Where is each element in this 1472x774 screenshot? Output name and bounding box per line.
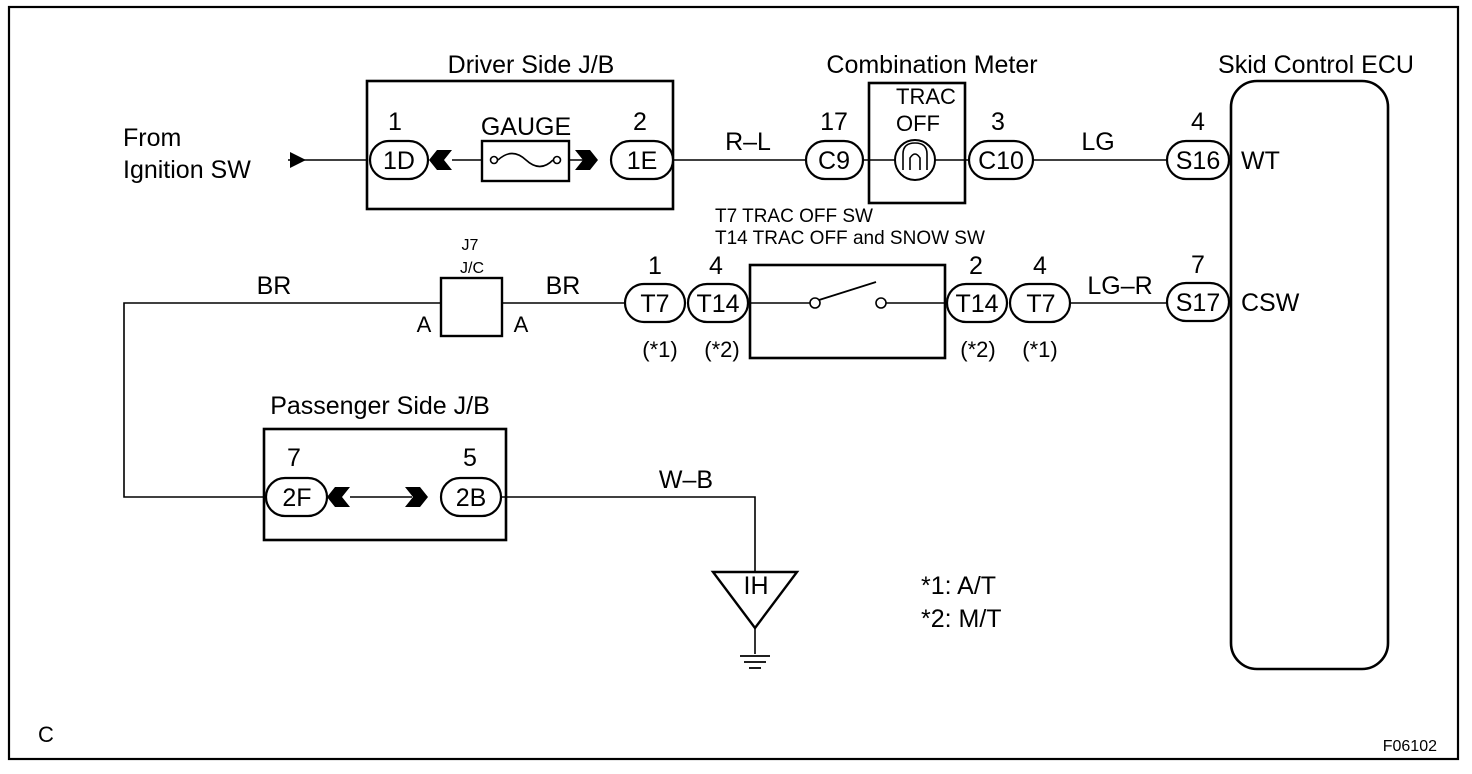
connector-s17-label: S17 xyxy=(1176,289,1220,317)
ground-point-icon xyxy=(710,570,800,630)
connector-1e-label: 1E xyxy=(627,147,658,175)
skid-control-ecu: Skid Control ECU 4 S16 WT 7 S17 CSW xyxy=(1165,51,1414,671)
meter-pin-17: 17 xyxy=(820,108,848,136)
diagram-frame xyxy=(7,5,1460,761)
switch-box xyxy=(748,263,947,360)
junction-pin-left: A xyxy=(417,312,432,337)
driver-jb-title: Driver Side J/B xyxy=(448,51,615,79)
chevron-left-icon xyxy=(327,487,350,507)
switch-legend-line2: T14 TRAC OFF and SNOW SW xyxy=(715,228,985,249)
ignition-feed: From Ignition SW xyxy=(123,124,370,184)
wire-color-lg: LG xyxy=(1081,128,1114,156)
connector-c9-label: C9 xyxy=(818,147,850,175)
driver-jb-pin-1: 1 xyxy=(388,108,402,136)
combination-meter: Combination Meter 17 C9 TRAC OFF 3 C10 xyxy=(804,51,1038,205)
wire-color-w-b: W–B xyxy=(659,466,713,494)
junction-label-line2: J/C xyxy=(460,260,484,277)
indicator-bulb-icon xyxy=(894,139,936,181)
trac-off-switch: T7 TRAC OFF SW T14 TRAC OFF and SNOW SW … xyxy=(623,206,1072,362)
connector-t14-left-label: T14 xyxy=(696,290,739,318)
junction-box xyxy=(439,276,504,338)
gauge-fuse-label: GAUGE xyxy=(481,113,571,141)
switch-pin-t14-right: 2 xyxy=(969,252,983,280)
trac-off-lamp-line1: TRAC xyxy=(896,84,956,109)
corner-label: C xyxy=(38,722,54,747)
connector-1d-label: 1D xyxy=(383,147,415,175)
connector-t14-right-label: T14 xyxy=(955,290,998,318)
connector-2b-label: 2B xyxy=(456,484,487,512)
driver-jb-pin-2: 2 xyxy=(633,108,647,136)
connector-s17 xyxy=(1165,281,1231,323)
switch-pin-t7-left: 1 xyxy=(648,252,662,280)
junction-j7: J7 J/C A A xyxy=(417,237,529,338)
switch-pin-t14-left: 4 xyxy=(709,252,723,280)
note-ref-t7-right: (*1) xyxy=(1022,337,1057,362)
switch-legend-line1: T7 TRAC OFF SW xyxy=(715,206,873,227)
note-at: *1: A/T xyxy=(921,572,996,600)
note-ref-t7-left: (*1) xyxy=(642,337,677,362)
chevron-right-icon xyxy=(575,150,598,170)
passenger-side-jb: Passenger Side J/B 7 2F 5 2B xyxy=(262,392,508,542)
connector-t7-right-label: T7 xyxy=(1026,290,1055,318)
connector-c10-label: C10 xyxy=(978,147,1024,175)
connector-2f-label: 2F xyxy=(282,484,311,512)
wire-br-left xyxy=(123,302,441,498)
connector-t7-left xyxy=(623,282,687,324)
figure-id: F06102 xyxy=(1383,738,1437,755)
connector-t7-left-label: T7 xyxy=(640,290,669,318)
passenger-jb-title: Passenger Side J/B xyxy=(270,392,490,420)
switch-contact-icon xyxy=(818,281,877,301)
wire-color-lg-r: LG–R xyxy=(1087,272,1152,300)
terminal-wt: WT xyxy=(1241,147,1280,175)
ground-ih: IH xyxy=(710,570,800,669)
ecu-pin-7: 7 xyxy=(1191,251,1205,279)
skid-ecu-box xyxy=(1229,79,1390,671)
note-ref-t14-right: (*2) xyxy=(960,337,995,362)
combination-meter-title: Combination Meter xyxy=(826,51,1037,79)
chevron-left-icon xyxy=(429,150,452,170)
connector-s16-label: S16 xyxy=(1176,147,1220,175)
skid-ecu-title: Skid Control ECU xyxy=(1218,51,1414,79)
terminal-csw: CSW xyxy=(1241,289,1300,317)
connector-1d xyxy=(368,139,430,181)
meter-pin-3: 3 xyxy=(991,108,1005,136)
wire-color-br-left: BR xyxy=(257,272,292,300)
source-label-line1: From xyxy=(123,124,181,152)
note-ref-t14-left: (*2) xyxy=(704,337,739,362)
connector-t14-right xyxy=(945,282,1009,324)
ground-code-label: IH xyxy=(744,572,769,600)
ground-icon xyxy=(740,655,770,669)
trac-off-lamp-line2: OFF xyxy=(896,111,940,136)
driver-side-jb: Driver Side J/B 1 1D GAUGE 2 1E xyxy=(365,51,675,211)
ecu-pin-4: 4 xyxy=(1191,108,1205,136)
wire-color-br-right: BR xyxy=(546,272,581,300)
note-mt: *2: M/T xyxy=(921,605,1002,633)
connector-s16 xyxy=(1165,139,1231,181)
junction-pin-right: A xyxy=(514,312,529,337)
junction-label-line1: J7 xyxy=(462,237,479,254)
wire-color-r-l: R–L xyxy=(725,128,771,156)
wire-w-b xyxy=(501,496,756,572)
passenger-jb-pin-7: 7 xyxy=(287,444,301,472)
chevron-right-icon xyxy=(405,487,428,507)
switch-pin-t7-right: 4 xyxy=(1033,252,1047,280)
passenger-jb-pin-5: 5 xyxy=(463,444,477,472)
source-label-line2: Ignition SW xyxy=(123,156,251,184)
